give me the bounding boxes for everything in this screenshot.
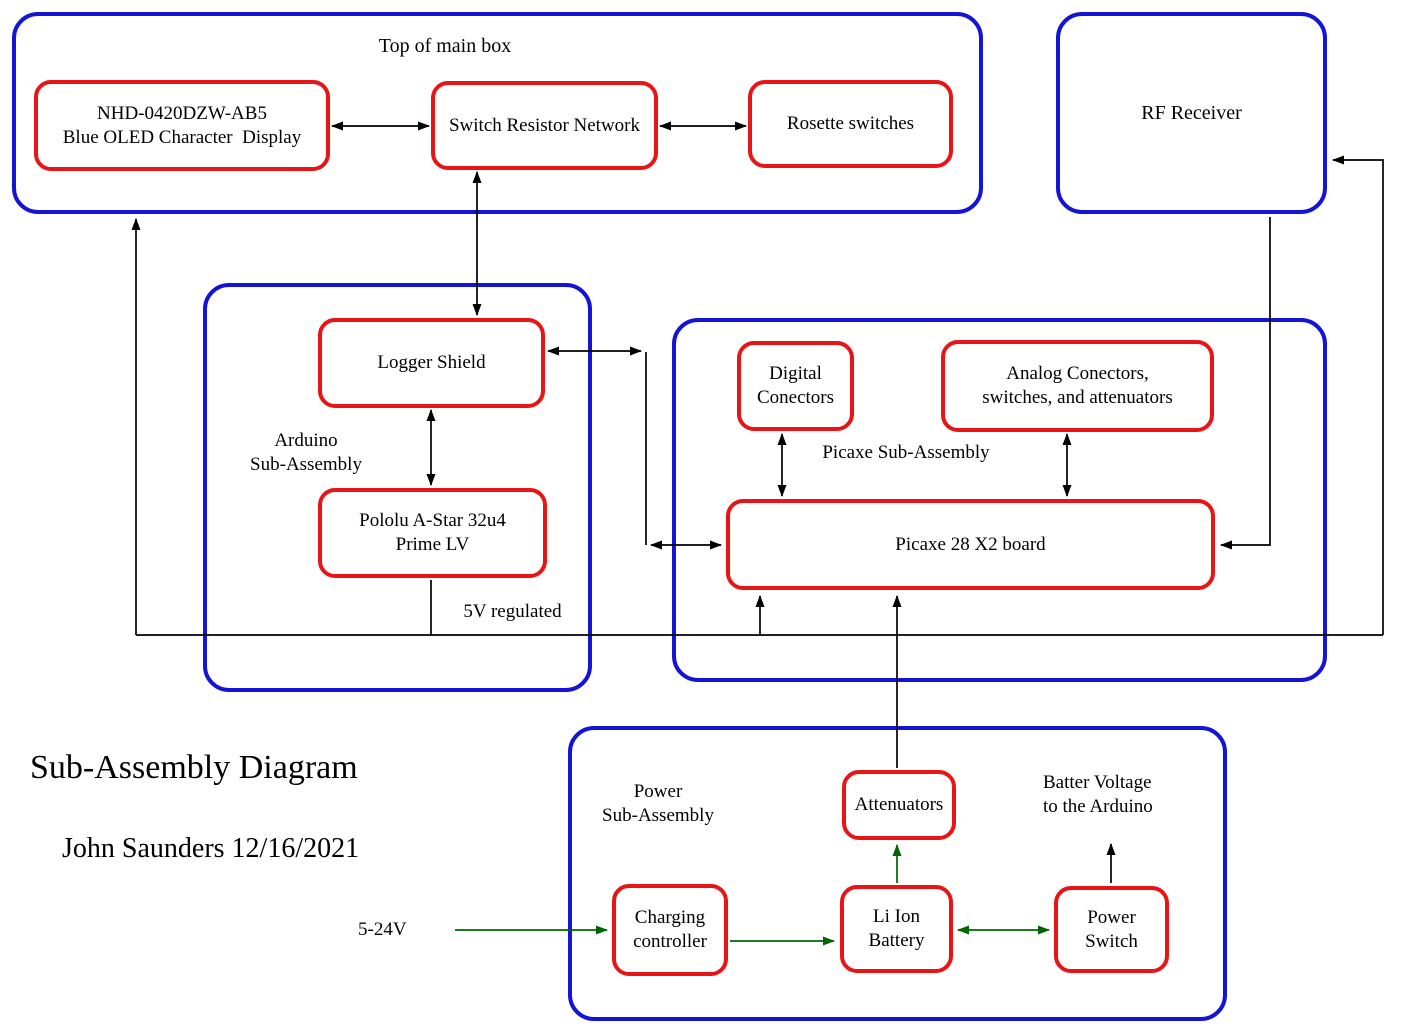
container-picaxe-sub-assembly: [672, 318, 1327, 682]
component-picaxe-28x2-board: Picaxe 28 X2 board: [726, 499, 1215, 590]
arduino-sub-assembly-label: Arduino Sub-Assembly: [250, 430, 362, 475]
power-sub-assembly-label: Power Sub-Assembly: [602, 781, 714, 826]
picaxe-sub-assembly-label: Picaxe Sub-Assembly: [822, 442, 990, 463]
component-logger-shield: Logger Shield: [318, 318, 545, 408]
component-analog-connectors: Analog Conectors, switches, and attenuat…: [941, 340, 1214, 432]
component-digital-connectors: Digital Conectors: [737, 341, 854, 431]
arrow-5v-to-rf-receiver: [1332, 155, 1384, 635]
container-top-of-main-box: [12, 12, 983, 214]
component-power-switch: Power Switch: [1054, 886, 1169, 973]
component-attenuators: Attenuators: [842, 770, 956, 840]
input-voltage-label: 5-24V: [358, 919, 407, 940]
top-of-main-box-label: Top of main box: [378, 35, 512, 57]
diagram-byline: John Saunders 12/16/2021: [62, 833, 360, 864]
component-oled-display: NHD-0420DZW-AB5 Blue OLED Character Disp…: [34, 80, 330, 171]
component-rosette-switches: Rosette switches: [748, 80, 953, 168]
component-pololu-a-star: Pololu A-Star 32u4 Prime LV: [318, 488, 547, 578]
component-li-ion-battery: Li Ion Battery: [840, 885, 953, 973]
rf-receiver-label: RF Receiver: [1141, 102, 1242, 124]
container-rf-receiver: [1056, 12, 1327, 214]
diagram-title: Sub-Assembly Diagram: [30, 749, 358, 786]
regulated-5v-label: 5V regulated: [463, 601, 562, 622]
battery-voltage-label: Batter Voltage to the Arduino: [1043, 772, 1153, 817]
component-switch-resistor-network: Switch Resistor Network: [431, 81, 658, 170]
container-arduino-sub-assembly: [203, 283, 592, 692]
component-charging-controller: Charging controller: [612, 884, 728, 976]
